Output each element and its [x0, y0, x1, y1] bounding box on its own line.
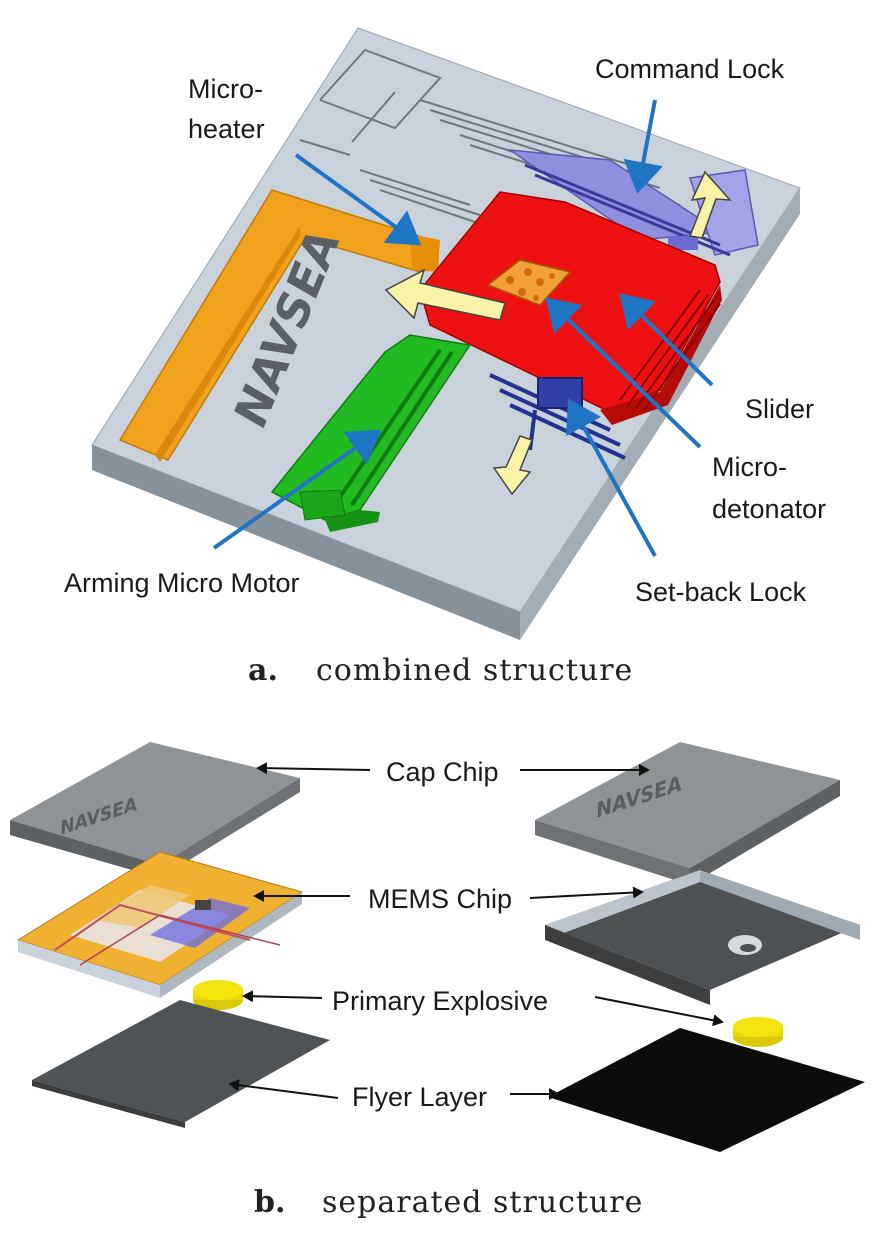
arming-micro-motor-label: Arming Micro Motor [64, 568, 300, 598]
micro-heater-label: Micro- [188, 74, 263, 104]
left-primary-explosive [193, 980, 243, 1010]
motion-arrow-down [492, 435, 533, 496]
slider-arrow [619, 293, 714, 387]
set-back-lock-label: Set-back Lock [635, 577, 807, 607]
primary-explosive-label: Primary Explosive [332, 986, 548, 1016]
micro-detonator-arrow [545, 297, 702, 449]
right-cap-chip: NAVSEA [535, 742, 840, 885]
motion-arrow-left [384, 268, 506, 321]
right-mems-chip [545, 870, 860, 1005]
mems-chip-label: MEMS Chip [368, 884, 512, 914]
motion-arrow-up [688, 170, 732, 239]
arming-motor-arrow [212, 429, 382, 550]
combined-structure-panel: NAVSEA [64, 27, 826, 688]
micro-heater-label-2: heater [188, 114, 265, 144]
micro-detonator-label: Micro- [712, 452, 787, 482]
left-cap-chip: NAVSEA [10, 742, 300, 878]
set-back-lock-arrow [566, 398, 657, 557]
separated-structure-panel: NAVSEA NAVSEA [10, 742, 865, 1220]
micro-detonator-label-2: detonator [712, 494, 826, 524]
flyer-layer-label: Flyer Layer [352, 1082, 487, 1112]
micro-heater-arrow [294, 153, 422, 246]
left-flyer-layer [32, 1000, 330, 1128]
micro-detonator [486, 259, 572, 306]
command-lock-label: Command Lock [595, 54, 785, 84]
command-lock-arrow [623, 99, 663, 194]
caption-b-text: separated structure [322, 1185, 643, 1220]
callout-arrows [212, 99, 714, 557]
caption-a-letter: a. [248, 653, 278, 688]
left-mems-chip [16, 851, 304, 998]
caption-a-text: combined structure [316, 653, 633, 688]
slider-label: Slider [745, 394, 814, 424]
right-primary-explosive [733, 1017, 783, 1047]
panel-b-arrows [228, 762, 724, 1100]
caption-b-letter: b. [254, 1185, 285, 1220]
right-flyer-layer [548, 1028, 865, 1152]
cap-chip-label: Cap Chip [386, 757, 499, 787]
